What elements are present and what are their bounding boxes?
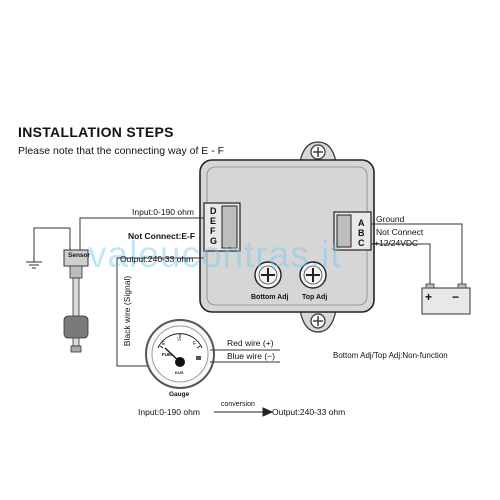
conversion-arrow-label: conversion xyxy=(221,401,255,408)
conversion-arrow xyxy=(214,407,274,417)
battery xyxy=(421,283,471,315)
right-pin-c: C xyxy=(358,238,365,248)
not-connect-label: Not Connect xyxy=(376,227,424,237)
power-wire-label: +12/24VDC xyxy=(374,238,419,248)
converter-mount-top xyxy=(299,141,337,163)
gauge-wires xyxy=(210,349,280,363)
left-wiring xyxy=(33,217,204,367)
gauge-tick-full: F xyxy=(193,341,197,347)
sensor xyxy=(63,249,89,353)
conversion-output: Output:240-33 ohm xyxy=(272,407,346,417)
blue-wire-label: Blue wire (−) xyxy=(227,351,275,361)
watermark: valeucontras.it xyxy=(88,234,342,275)
sensor-label: Sensor xyxy=(68,252,91,259)
bottom-adj-label: Bottom Adj xyxy=(251,294,289,301)
red-wire-label: Red wire (+) xyxy=(227,338,274,348)
page-subtitle: Please note that the connecting way of E… xyxy=(18,145,225,157)
gauge-label: Gauge xyxy=(169,391,190,398)
right-terminal-block xyxy=(333,211,372,251)
left-pin-f: F xyxy=(210,226,216,236)
ground-symbol xyxy=(26,261,42,269)
battery-plus: + xyxy=(425,290,433,304)
converter-box xyxy=(199,159,375,313)
not-connect-ef-label: Not Connect:E-F xyxy=(128,231,196,241)
left-pin-g: G xyxy=(210,236,218,246)
bottom-adj-knob xyxy=(254,261,282,289)
gauge-tick-empty: E xyxy=(162,341,166,347)
output-wire-label: Output:240-33 ohm xyxy=(120,254,194,264)
conversion-input: Input:0-190 ohm xyxy=(138,407,200,417)
left-pin-e: E xyxy=(210,216,217,226)
gauge xyxy=(145,319,215,389)
ground-wire-label: Ground xyxy=(376,214,405,224)
right-pin-b: B xyxy=(358,228,365,238)
signal-wire-label: Black wire (Signal) xyxy=(122,275,132,347)
top-adj-knob xyxy=(299,261,327,289)
gauge-face-text: FUEL xyxy=(162,352,174,357)
page-title: INSTALLATION STEPS xyxy=(18,124,174,140)
gauge-tick-half: ½ xyxy=(177,337,182,343)
converter-mount-bottom xyxy=(299,309,337,333)
top-adj-label: Top Adj xyxy=(302,294,328,301)
gauge-brand: KUS xyxy=(175,370,184,375)
battery-minus: − xyxy=(452,290,460,304)
right-wiring xyxy=(371,223,463,288)
adj-note: Bottom Adj/Top Adj:Non-function xyxy=(333,351,448,360)
right-pin-a: A xyxy=(358,218,365,228)
left-pin-d: D xyxy=(210,206,217,216)
input-wire-label: Input:0-190 ohm xyxy=(132,207,194,217)
left-terminal-block xyxy=(203,202,241,252)
